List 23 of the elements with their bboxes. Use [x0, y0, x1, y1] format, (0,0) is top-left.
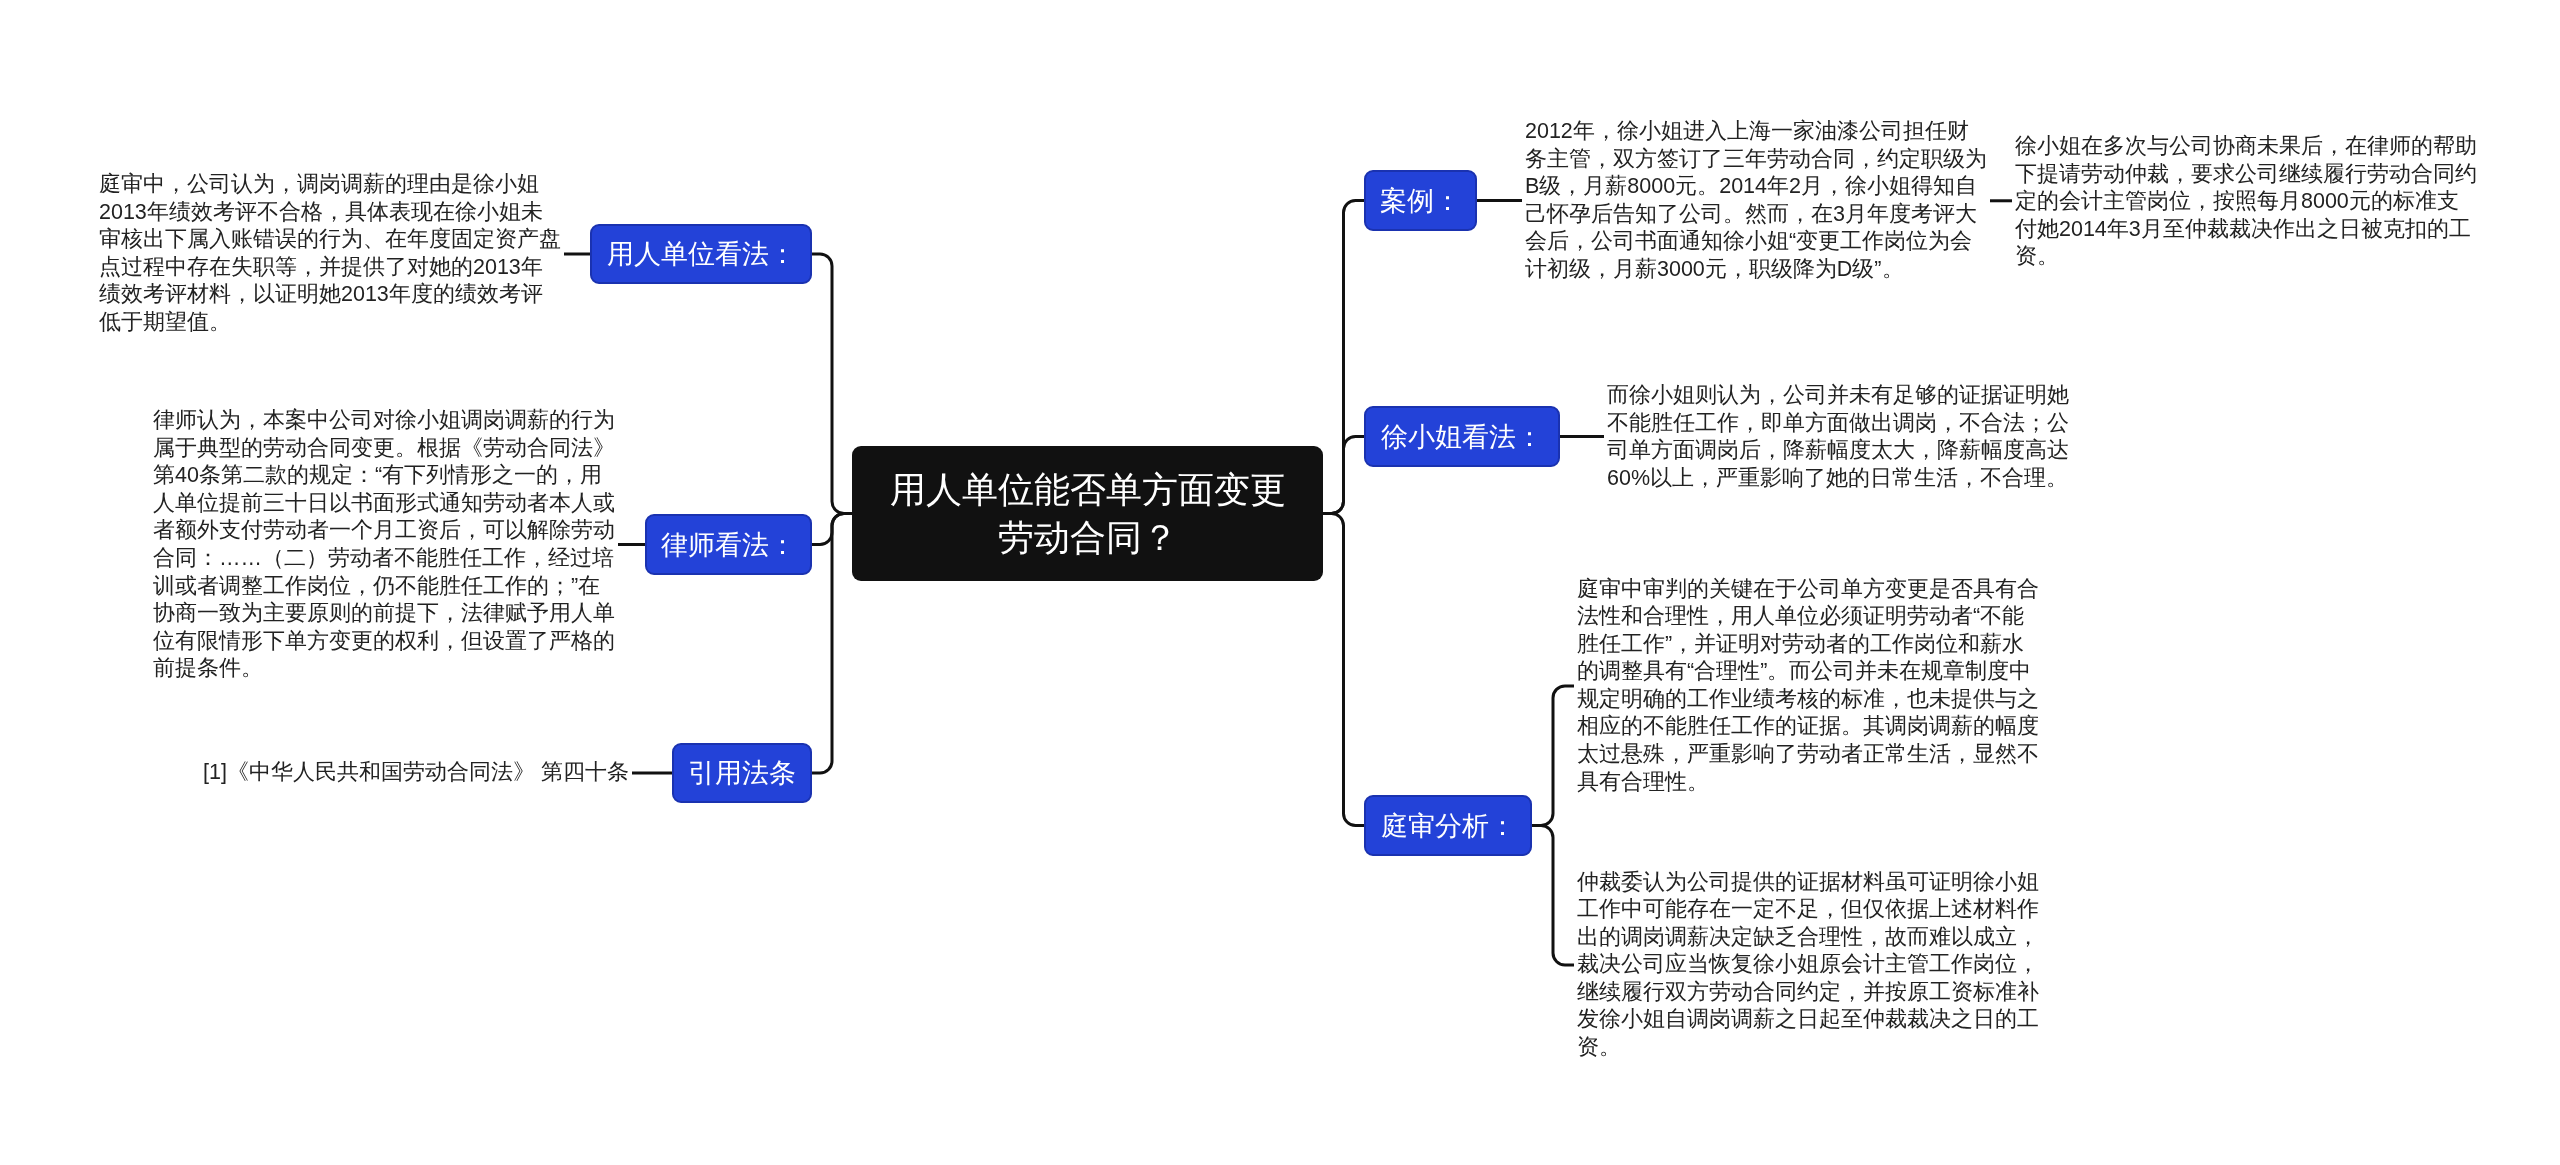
connector-line [632, 771, 672, 775]
connector-line [1323, 512, 1364, 827]
note-text: 庭审中，公司认为，调岗调薪的理由是徐小姐2013年绩效考评不合格，具体表现在徐小姐未审核出下属入账错误的行为、在年度固定资产盘点过程中存在失职等，并提供了对她的2013年绩效考评材料，以证明她2013年度的绩效考评低于期望值。 [96, 171, 564, 337]
note-text: 而徐小姐则认为，公司并未有足够的证据证明她不能胜任工作，即单方面做出调岗，不合法；公司单方面调岗后，降薪幅度太大，降薪幅度高达60%以上，严重影响了她的日常生活，不合理。 [1604, 382, 2072, 493]
note-text: 徐小姐在多次与公司协商未果后，在律师的帮助下提请劳动仲裁，要求公司继续履行劳动合同约定的会计主管岗位，按照每月8000元的标准支付她2014年3月至仲裁裁决作出之日被克扣的工资。 [2012, 133, 2480, 271]
topic-box: 庭审分析： [1364, 795, 1532, 856]
connector-line [812, 512, 852, 775]
connector-line [1990, 199, 2012, 203]
note-text: [1]《中华人民共和国劳动合同法》 第四十条 [200, 759, 632, 787]
connector-line [1560, 435, 1604, 438]
connector-line [618, 543, 645, 546]
topic-box: 引用法条 [672, 743, 812, 803]
note-text: 2012年，徐小姐进入上海一家油漆公司担任财务主管，双方签订了三年劳动合同，约定职级为B级，月薪8000元。2014年2月，徐小姐得知自己怀孕后告知了公司。然而，在3月年度考评大会后，公司书面通知徐小姐“变更工作岗位为会计初级，月薪3000元，职级降为D级”。 [1522, 118, 1990, 284]
note-text: 仲裁委认为公司提供的证据材料虽可证明徐小姐工作中可能存在一定不足，但仅依据上述材料作出的调岗调薪决定缺乏合理性，故而难以成立，裁决公司应当恢复徐小姐原会计主管工作岗位，继续履行双方劳动合同约定，并按原工资标准补发徐小姐自调岗调薪之日起至仲裁裁决之日的工资。 [1574, 868, 2042, 1062]
topic-box: 律师看法： [645, 514, 812, 575]
central-topic-box: 用人单位能否单方面变更劳动合同？ [852, 446, 1323, 581]
note-text: 庭审中审判的关键在于公司单方变更是否具有合法性和合理性，用人单位必须证明劳动者“不能胜任工作”，并证明对劳动者的工作岗位和薪水的调整具有“合理性”。而公司并未在规章制度中规定明确的工作业绩考核的标准，也未提供与之相应的不能胜任工作的证据。其调岗调薪的幅度太过悬殊，严重影响了劳动者正常生活，显然不具有合理性。 [1574, 575, 2042, 797]
topic-box: 徐小姐看法： [1364, 406, 1560, 467]
connector-line [564, 252, 590, 256]
topic-box: 案例： [1364, 170, 1477, 231]
note-text: 律师认为，本案中公司对徐小姐调岗调薪的行为属于典型的劳动合同变更。根据《劳动合同法》第40条第二款的规定：“有下列情形之一的，用人单位提前三十日以书面形式通知劳动者本人或者额外支付劳动者一个月工资后，可以解除劳动合同：……（二）劳动者不能胜任工作，经过培训或者调整工作岗位，仍不能胜任工作的；”在协商一致为主要原则的前提下，法律赋予用人单位有限情形下单方变更的权利，但设置了严格的前提条件。 [150, 407, 618, 683]
connector-line [1477, 199, 1522, 202]
topic-box: 用人单位看法： [590, 224, 812, 284]
